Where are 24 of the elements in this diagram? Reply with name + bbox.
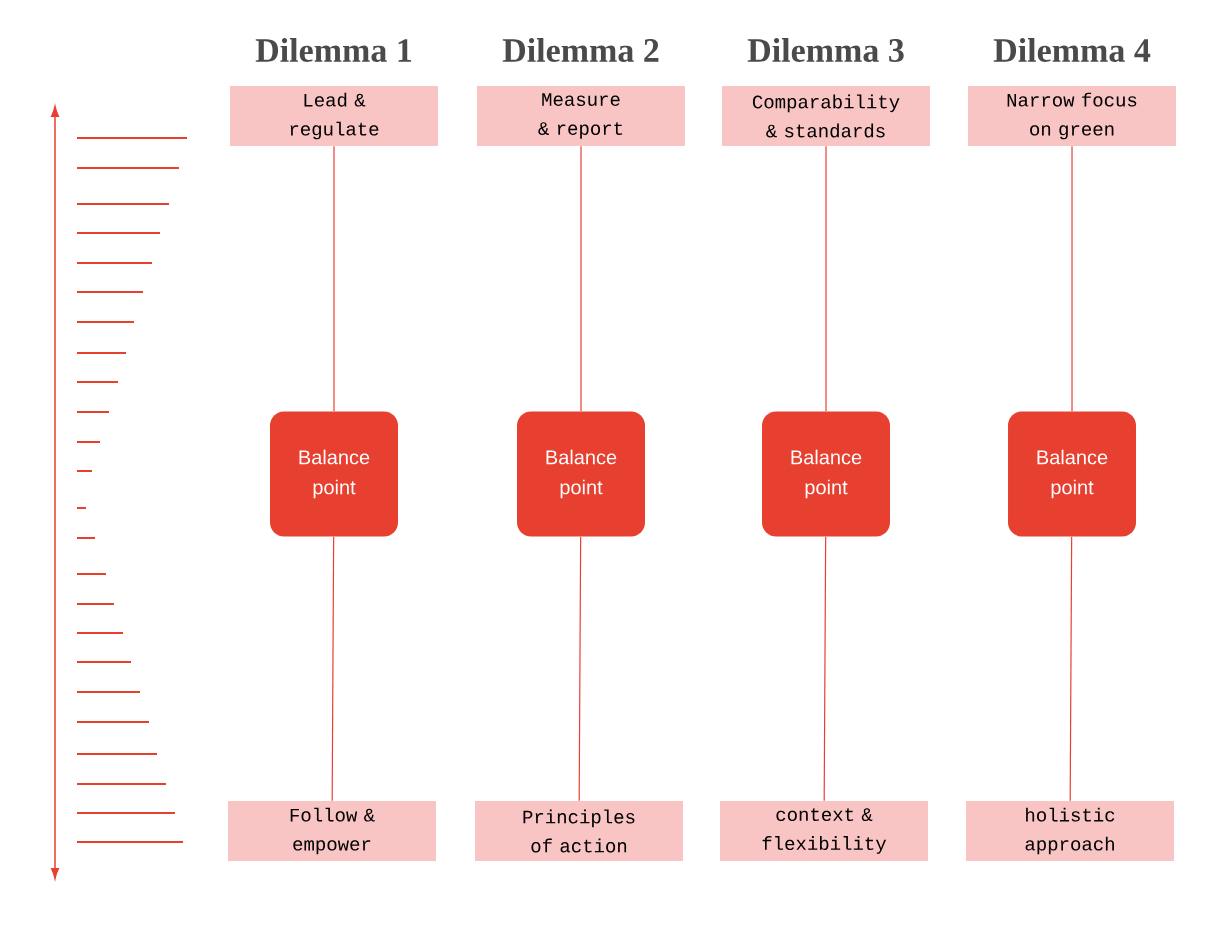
label-box: Measure & report — [477, 86, 685, 146]
label-box: Narrow focus on green — [968, 86, 1176, 146]
column-heading: Dilemma 2 — [502, 38, 659, 62]
label-box: Follow & empower — [228, 801, 436, 861]
label-box: Lead & regulate — [230, 86, 438, 146]
connector-line — [1071, 145, 1073, 412]
label-box: holistic approach — [966, 801, 1174, 861]
connector-line — [331, 536, 335, 802]
connector-line — [333, 145, 335, 412]
connector-line — [578, 536, 582, 802]
balance-box: Balance point — [517, 411, 645, 537]
column-heading: Dilemma 3 — [747, 38, 904, 62]
connector-line — [825, 145, 827, 412]
column-heading: Dilemma 1 — [255, 38, 412, 62]
balance-box: Balance point — [1008, 411, 1136, 537]
connector-line — [580, 145, 582, 412]
connector-line — [1069, 536, 1073, 802]
column-heading: Dilemma 4 — [993, 38, 1151, 62]
label-box: context & flexibility — [720, 801, 928, 861]
connector-line — [823, 536, 827, 802]
balance-box: Balance point — [762, 411, 890, 537]
label-box: Principles of action — [475, 801, 683, 861]
balance-box: Balance point — [270, 411, 398, 537]
label-box: Comparability & standards — [722, 86, 930, 146]
